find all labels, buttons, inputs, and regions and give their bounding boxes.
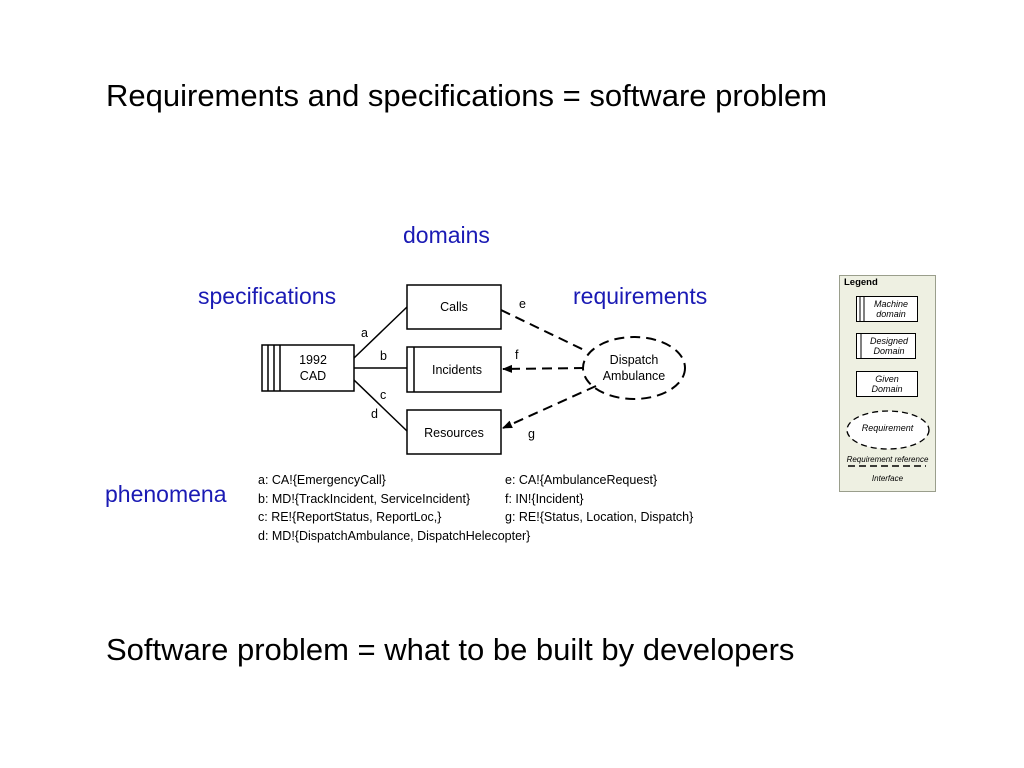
legend-requirement-oval [846, 410, 930, 450]
given-domain-resources: Resources [406, 409, 502, 455]
legend-requirement-reference-label: Requirement reference [846, 455, 929, 464]
phenomenon-a: a: CA!{EmergencyCall} [258, 473, 386, 487]
legend-designed-line1: Designed [869, 336, 909, 346]
resources-label: Resources [424, 426, 484, 440]
phenomena-row: c: RE!{ReportStatus, ReportLoc,} g: RE!{… [258, 508, 693, 527]
given-domain-calls: Calls [406, 284, 502, 330]
phenomena-list: a: CA!{EmergencyCall} e: CA!{AmbulanceRe… [258, 471, 693, 546]
phenomenon-f: f: IN!{Incident} [505, 491, 584, 506]
machine-label-line2: CAD [300, 369, 326, 383]
legend-requirement-label: Requirement [861, 423, 914, 433]
interface-label-g: g [528, 427, 535, 441]
label-domains: domains [403, 222, 490, 248]
machine-domain-1992-cad: 1992 CAD [261, 344, 355, 392]
interface-line-a [353, 306, 408, 359]
interface-label-d: d [371, 407, 378, 421]
interface-label-b: b [380, 349, 387, 363]
requirement-reference-e [500, 309, 585, 351]
legend-designed-line2: Domain [873, 346, 905, 356]
requirement-label-line2: Ambulance [603, 369, 666, 383]
legend-title: Legend [844, 277, 878, 288]
phenomenon-c: c: RE!{ReportStatus, ReportLoc,} [258, 510, 442, 524]
phenomena-row: a: CA!{EmergencyCall} e: CA!{AmbulanceRe… [258, 471, 657, 490]
phenomenon-e: e: CA!{AmbulanceRequest} [505, 473, 658, 487]
label-phenomena: phenomena [105, 481, 227, 507]
legend-symbols [846, 410, 930, 467]
requirement-label-line1: Dispatch [610, 353, 659, 367]
phenomena-row: b: MD!{TrackIncident, ServiceIncident} f… [258, 490, 584, 509]
requirement-constraint-g [502, 385, 597, 429]
phenomenon-b: b: MD!{TrackIncident, ServiceIncident} [258, 491, 471, 506]
requirement-dispatch-ambulance: Dispatch Ambulance [582, 336, 686, 400]
phenomenon-g: g: RE!{Status, Location, Dispatch} [505, 510, 694, 524]
requirement-constraint-f [502, 364, 585, 373]
label-specifications: specifications [198, 283, 337, 309]
machine-label-line1: 1992 [299, 353, 327, 367]
legend-machine-line1: Machine [873, 299, 909, 309]
legend-given-line1: Given [875, 374, 899, 384]
machine-stripes-icon [859, 296, 865, 322]
legend-given-line2: Domain [871, 384, 903, 394]
label-requirements: requirements [573, 283, 708, 309]
slide-bottom-text: Software problem = what to be built by d… [106, 632, 795, 667]
interface-label-a: a [361, 326, 368, 340]
calls-label: Calls [440, 300, 468, 314]
interface-label-f: f [515, 348, 519, 362]
legend-interface-label: Interface [871, 474, 904, 483]
slide-title: Requirements and specifications = softwa… [106, 78, 828, 113]
interface-line-cd [353, 379, 408, 432]
legend-machine-line2: domain [876, 309, 906, 319]
incidents-label: Incidents [432, 363, 482, 377]
interface-label-c: c [380, 388, 386, 402]
designed-stripe-icon [860, 333, 862, 359]
phenomenon-d: d: MD!{DispatchAmbulance, DispatchHeleco… [258, 528, 531, 543]
designed-domain-incidents: Incidents [406, 346, 502, 393]
phenomena-row: d: MD!{DispatchAmbulance, DispatchHeleco… [258, 527, 530, 546]
interface-label-e: e [519, 297, 526, 311]
